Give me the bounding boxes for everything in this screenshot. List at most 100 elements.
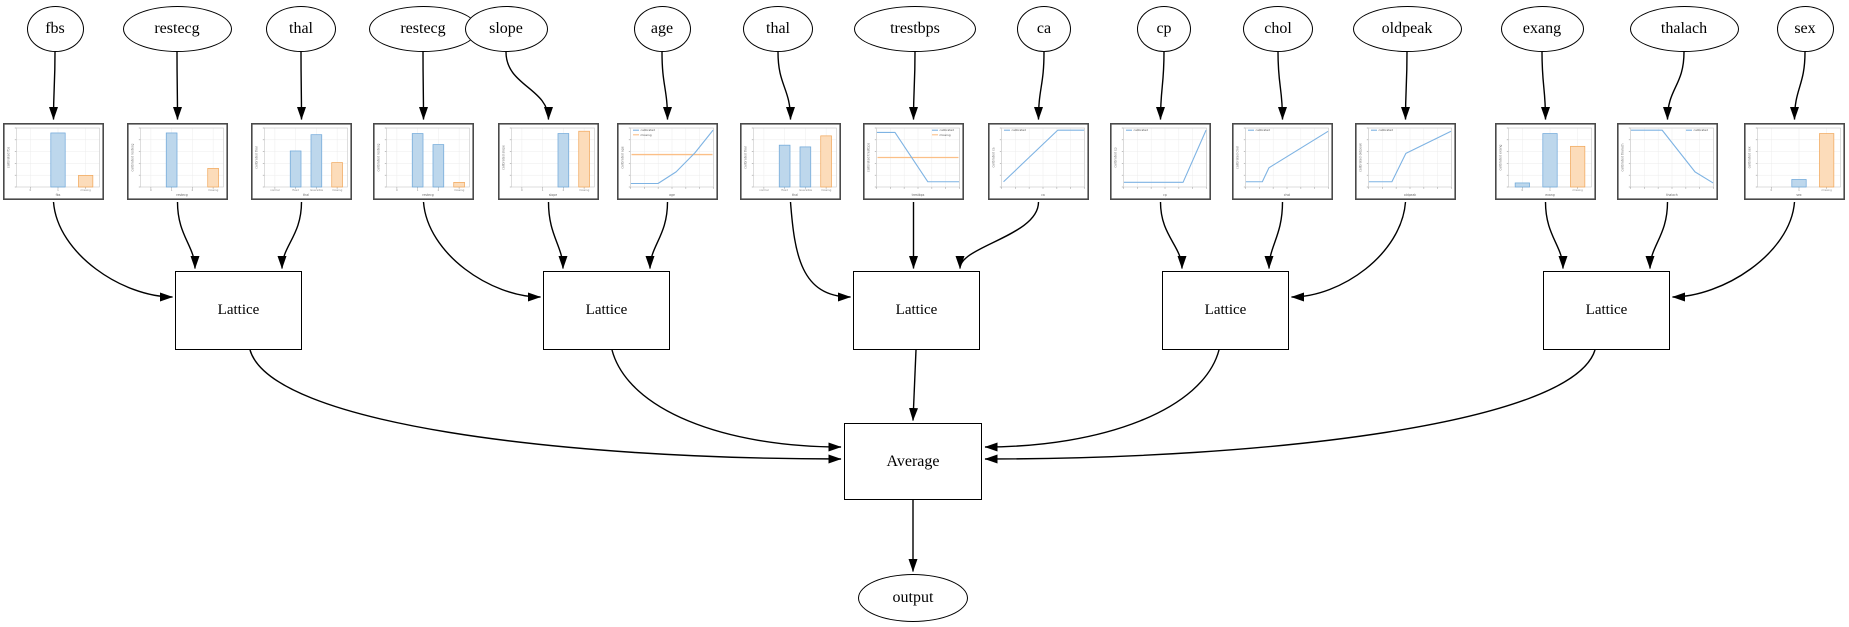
svg-text:0: 0 [521,188,523,192]
feature-node-oldpeak-11: oldpeak [1352,6,1462,52]
feature-label: slope [489,20,523,37]
edge-chart-12-to-lattice-4 [1544,201,1568,269]
svg-text:missing: missing [208,188,219,192]
svg-text:missing: missing [332,188,343,192]
edge-feature-9-to-chart [1156,51,1166,120]
edge-feature-1-to-chart [172,51,182,120]
edge-chart-3-to-lattice-1 [422,201,541,302]
svg-text:age: age [669,193,675,197]
svg-text:calibrated restecg: calibrated restecg [131,143,135,171]
svg-text:calibrated cp: calibrated cp [1114,147,1118,167]
svg-text:2: 2 [563,188,565,192]
lattice-node-1: Lattice [543,271,670,350]
svg-text:missing: missing [579,188,590,192]
svg-text:0: 0 [150,188,152,192]
svg-text:restecg: restecg [422,193,434,197]
feature-label: age [650,20,674,37]
feature-node-cp-9: cp [1137,6,1191,52]
edge-chart-8-to-lattice-2 [955,201,1040,269]
svg-text:0: 0 [1770,188,1772,192]
edge-feature-8-to-chart [1034,51,1045,120]
edge-feature-14-to-chart [1790,51,1806,120]
svg-text:fixed: fixed [781,188,788,192]
svg-text:1: 1 [57,188,59,192]
svg-text:restecg: restecg [176,193,188,197]
svg-text:cp: cp [1163,193,1167,197]
svg-text:reversible: reversible [799,188,813,192]
lattice-label: Lattice [217,302,260,318]
svg-text:missing: missing [454,188,465,192]
feature-node-age-5: age [633,6,691,52]
average-label: Average [886,452,940,470]
svg-text:calibrated sex: calibrated sex [1748,146,1752,168]
edge-chart-4-to-lattice-1 [547,201,568,269]
edge-chart-10-to-lattice-3 [1264,201,1284,269]
edge-feature-13-to-chart [1663,51,1685,120]
feature-node-thal-2: thal [266,6,336,52]
feature-node-restecg-1: restecg [122,6,232,52]
svg-text:fixed: fixed [292,188,299,192]
lattice-node-0: Lattice [175,271,302,350]
svg-text:trestbps: trestbps [912,193,925,197]
feature-node-ca-8: ca [1017,6,1071,52]
svg-text:normal: normal [759,188,769,192]
output-label: output [892,589,934,606]
feature-label: thalach [1660,20,1708,37]
svg-text:calibrated age: calibrated age [621,146,625,168]
feature-node-exang-12: exang [1500,6,1584,52]
svg-text:calibrated: calibrated [641,128,656,132]
svg-text:normal: normal [270,188,280,192]
edge-chart-9-to-lattice-3 [1159,201,1187,269]
svg-text:chol: chol [1284,193,1291,197]
edge-chart-13-to-lattice-4 [1645,201,1669,269]
svg-text:1: 1 [417,188,419,192]
feature-node-chol-10: chol [1243,6,1313,52]
edge-chart-5-to-lattice-1 [645,201,669,269]
feature-node-fbs-0: fbs [26,6,84,52]
edge-feature-4-to-chart [505,51,553,120]
svg-text:missing: missing [81,188,92,192]
svg-text:sex: sex [1796,193,1801,197]
edge-lattice-0-average [249,349,842,464]
feature-label: exang [1522,20,1562,37]
svg-text:calibrated fbs: calibrated fbs [7,147,11,169]
lattice-label: Lattice [895,302,938,318]
feature-node-restecg-3: restecg [368,6,478,52]
edge-feature-5-to-chart [661,51,672,120]
lattice-node-3: Lattice [1162,271,1289,350]
lattice-node-4: Lattice [1543,271,1670,350]
feature-label: thal [766,20,790,37]
edge-chart-11-to-lattice-3 [1291,201,1407,302]
svg-text:1: 1 [1549,188,1551,192]
feature-node-thalach-13: thalach [1629,6,1739,52]
lattice-node-2: Lattice [853,271,980,350]
svg-text:slope: slope [549,193,557,197]
svg-text:1: 1 [542,188,544,192]
svg-text:1: 1 [171,188,173,192]
svg-text:0: 0 [396,188,398,192]
edge-feature-6-to-chart [777,51,795,120]
svg-text:thal: thal [792,193,798,197]
output-node: output [858,574,968,622]
svg-text:calibrated thal: calibrated thal [255,146,259,169]
svg-text:oldpeak: oldpeak [1404,193,1416,197]
svg-text:missing: missing [821,188,832,192]
feature-label: sex [1794,20,1816,37]
edge-lattice-2-average [909,349,919,421]
svg-text:calibrated trestbps: calibrated trestbps [867,143,871,173]
feature-label: ca [1036,20,1052,37]
edge-feature-11-to-chart [1401,51,1411,120]
svg-text:missing: missing [641,133,652,137]
feature-node-slope-4: slope [464,6,548,52]
feature-label: restecg [154,20,200,37]
lattice-label: Lattice [1585,302,1628,318]
lattice-label: Lattice [1204,302,1247,318]
svg-text:calibrated ca: calibrated ca [992,147,996,167]
